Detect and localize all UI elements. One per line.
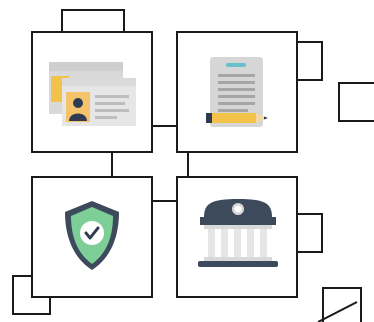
shield-check-icon [65,201,119,270]
document-with-pencil-icon [206,57,268,127]
government-building-icon [198,199,278,267]
frame-right-upper [298,41,323,81]
frame-bottom-right [322,287,362,322]
frame-right-lower [298,213,323,253]
connectors [111,125,189,202]
frame-right-floating [338,82,374,122]
frame-bottom-right-slash [317,301,358,322]
frame-bottom-left [12,275,51,315]
frame-top [61,9,125,32]
decorative-frames [12,9,374,322]
id-cards-icon [49,62,136,126]
